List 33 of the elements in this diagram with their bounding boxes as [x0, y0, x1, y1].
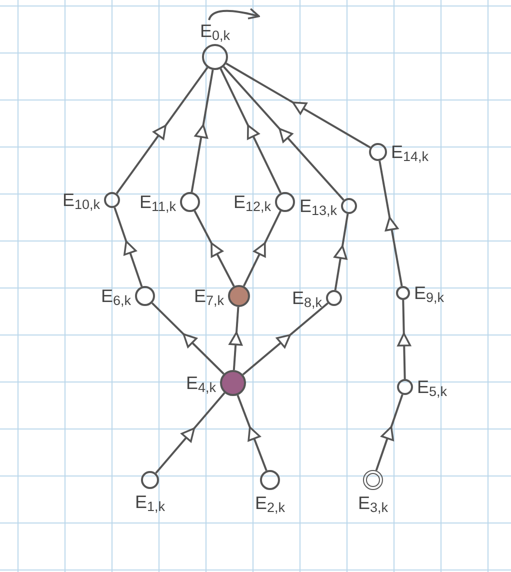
arrow [151, 302, 224, 375]
node-label: E$_{10,k}$ [62, 191, 100, 209]
node-label: E$_{6,k}$ [100, 287, 131, 305]
arrow [378, 160, 403, 286]
arrow [220, 68, 282, 194]
node-label: E$_{5,k}$ [417, 378, 448, 396]
arrow [116, 66, 208, 194]
node-label: E$_{4,k}$ [186, 374, 216, 392]
node-label: E$_{7,k}$ [194, 287, 224, 305]
node-label: E$_{13,k}$ [299, 197, 337, 215]
arrow [375, 394, 404, 471]
node-label: E$_{3,k}$ [358, 494, 388, 512]
arrow [190, 70, 214, 192]
node-label: E$_{1,k}$ [134, 493, 166, 511]
node-label: E$_{9,k}$ [414, 284, 444, 302]
arrow [226, 62, 371, 148]
node-label: E$_{12,k}$ [233, 193, 271, 211]
arrow [236, 394, 268, 472]
arrow [155, 392, 226, 474]
arrow [114, 207, 143, 287]
arrow [208, 8, 260, 20]
node-label: E$_{0,k}$ [200, 22, 230, 40]
arrow [194, 210, 235, 287]
node-label: E$_{2,k}$ [254, 494, 286, 512]
arrow [397, 300, 412, 380]
node-label: E$_{8,k}$ [292, 289, 322, 307]
arrow [242, 210, 282, 287]
arrow [228, 306, 243, 370]
arrow [242, 302, 329, 376]
node-label: E$_{14,k}$ [391, 143, 429, 161]
arrow [222, 66, 344, 201]
arrow [334, 214, 349, 290]
node-label: E$_{11,k}$ [139, 193, 176, 211]
